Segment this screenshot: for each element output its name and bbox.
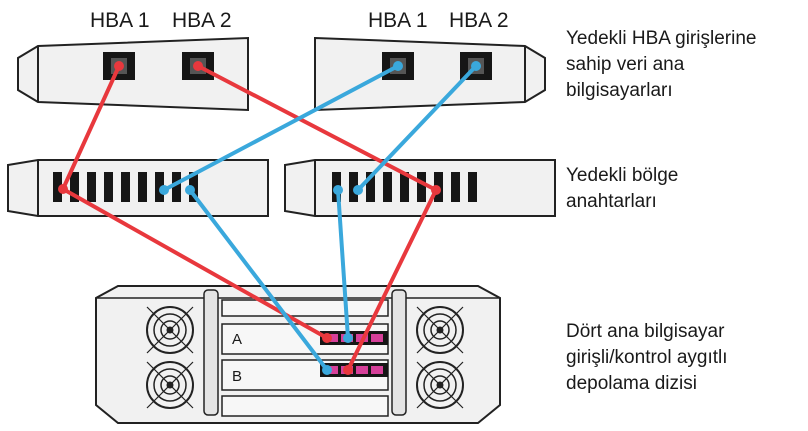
fabric-switch-2 (284, 159, 556, 217)
cable-host2-hba1-to-switch1 (162, 64, 400, 192)
storage-caption-line: girişli/kontrol aygıtlı (566, 347, 728, 368)
switches-caption: Yedekli bölge anahtarları (566, 165, 678, 212)
storage-caption-line: depolama dizisi (566, 373, 697, 394)
storage-array (95, 285, 501, 424)
cable-switch1-to-controller-b (188, 188, 329, 372)
fan-icon (416, 306, 464, 354)
storage-caption: Dört ana bilgisayar girişli/kontrol aygı… (566, 321, 728, 394)
hosts-caption-line: bilgisayarları (566, 80, 673, 101)
hosts-caption-line: sahip veri ana (566, 54, 685, 75)
cable-host1-hba1-to-switch1 (61, 64, 121, 191)
switches-caption-line: anahtarları (566, 191, 657, 212)
fan-icon (146, 361, 194, 409)
fan-icon (146, 306, 194, 354)
controller-b-label: B (232, 368, 242, 385)
hosts-caption-line: Yedekli HBA girişlerine (566, 28, 756, 49)
cable-host2-hba2-to-switch2 (356, 64, 478, 192)
host2-hba2-label: HBA 2 (449, 9, 509, 32)
fan-icon (416, 361, 464, 409)
controller-a-label: A (232, 331, 242, 348)
host1-hba2-label: HBA 2 (172, 9, 232, 32)
host-server-2 (314, 36, 546, 112)
storage-caption-line: Dört ana bilgisayar (566, 321, 725, 342)
hosts-caption: Yedekli HBA girişlerine sahip veri ana b… (566, 28, 756, 101)
fabric-switch-1 (7, 159, 269, 217)
cable-host1-hba2-to-switch2 (196, 64, 438, 192)
controller-b (221, 359, 389, 391)
cable-endpoints (58, 61, 481, 375)
cable-switch2-to-controller-a (336, 188, 350, 340)
switches-caption-line: Yedekli bölge (566, 165, 678, 186)
host2-hba1-label: HBA 1 (368, 9, 428, 32)
host1-hba1-label: HBA 1 (90, 9, 150, 32)
cable-switch2-to-controller-b (346, 188, 438, 372)
